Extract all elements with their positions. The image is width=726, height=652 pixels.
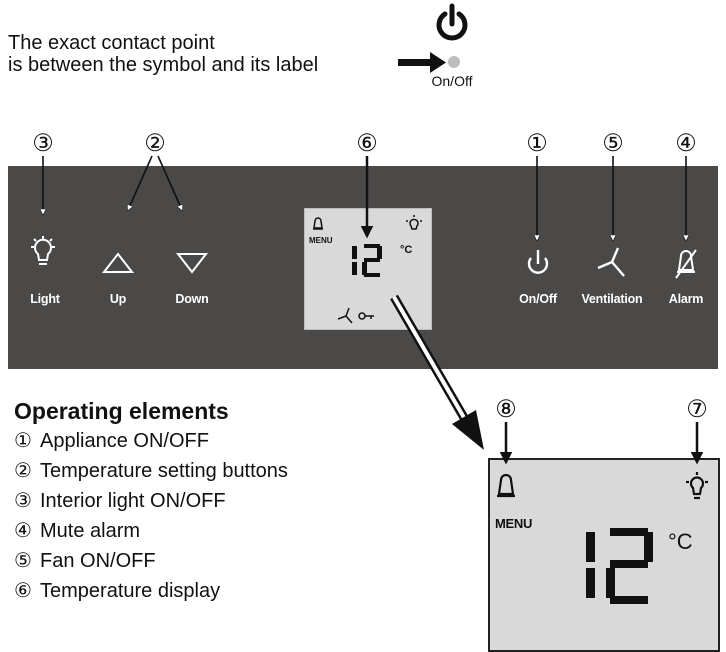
contact-point-dot [448,56,460,68]
small-unit-text: °C [400,244,413,256]
large-bell-icon [497,473,515,498]
contact-arrow [398,52,446,73]
alarm-label: Alarm [668,292,704,306]
large-unit-text: °C [668,529,693,554]
legend-title: Operating elements [14,398,229,424]
small-menu-text: MENU [309,236,333,245]
ventilation-label: Ventilation [581,292,643,306]
callout-7: ⑦ [686,396,708,423]
onoff-label: On/Off [519,292,557,306]
callout-3: ③ [32,130,54,157]
power-icon [436,3,468,41]
callout-5: ⑤ [602,130,624,157]
up-label: Up [109,292,127,306]
small-light-icon [406,215,422,230]
small-key-icon [358,312,374,320]
note-line-2: is between the symbol and its label [8,54,319,76]
temperature-display-large [488,458,720,652]
callout-8: ⑧ [495,396,517,423]
fan-icon [597,247,625,277]
down-label: Down [175,292,209,306]
light-icon [31,236,55,265]
down-icon [175,253,209,274]
small-digits [352,244,382,277]
callout-6: ⑥ [356,130,378,157]
callout-1: ① [526,130,548,157]
callout-line-2b [157,155,182,210]
small-bell-icon [313,217,323,230]
light-label: Light [30,292,60,306]
alarm-mute-icon [675,249,697,279]
large-menu-text: MENU [495,516,533,531]
callout-line-2a [128,155,153,210]
small-fan-icon [337,307,353,324]
note-line-1: The exact contact point [8,32,215,54]
callout-4: ④ [675,130,697,157]
large-digits [586,528,653,604]
up-icon [101,252,135,273]
zoom-arrow [390,294,484,450]
contact-point-note: The exact contact point is between the s… [8,32,318,76]
note-onoff-label: On/Off [431,73,473,89]
large-light-icon [686,472,708,500]
callout-2: ② [144,130,166,157]
onoff-power-icon [527,250,549,274]
